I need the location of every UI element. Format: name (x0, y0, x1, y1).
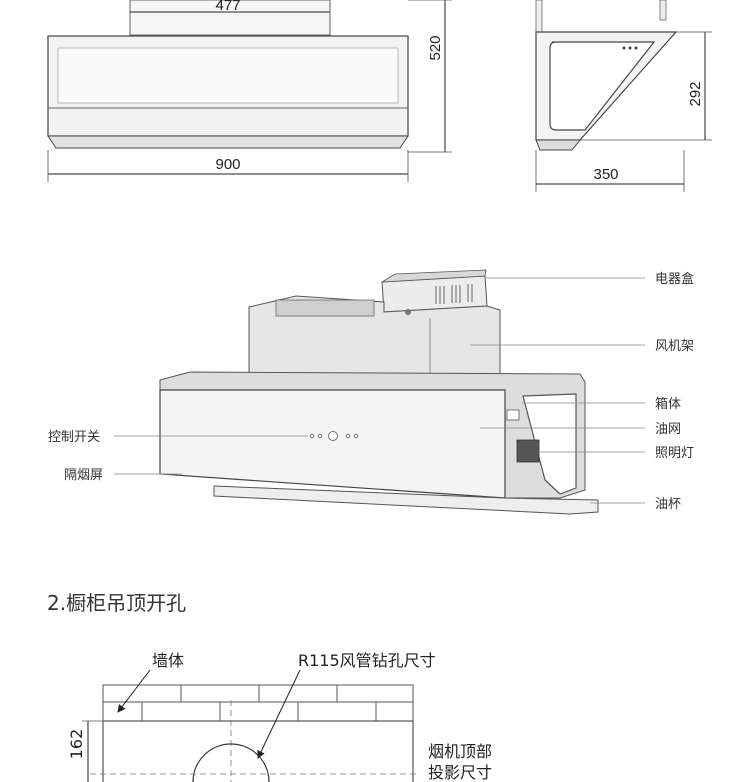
label-fan-frame: 风机架 (655, 339, 694, 354)
dim-162: 162 (67, 729, 86, 760)
label-housing: 箱体 (655, 396, 681, 412)
label-control-switch: 控制开关 (48, 430, 100, 445)
control-buttons (309, 431, 359, 441)
dim-900: 900 (215, 156, 240, 173)
dim-350: 350 (593, 166, 618, 183)
front-view: 477 900 520 (47, 0, 452, 182)
assembly-illustration (159, 269, 599, 515)
leader-lines (114, 277, 645, 504)
label-duct-hole: R115风管钻孔尺寸 (298, 651, 436, 670)
dim-477: 477 (215, 0, 240, 14)
label-oil-cup: 油杯 (655, 497, 681, 512)
label-light: 照明灯 (655, 446, 694, 461)
dim-520: 520 (427, 35, 444, 60)
label-smoke-screen: 隔烟屏 (64, 468, 103, 483)
side-view: 292 350 (535, 0, 712, 192)
label-projection-line2: 投影尺寸 (428, 763, 492, 782)
label-projection-line1: 烟机顶部 (428, 742, 492, 761)
ceiling-hole-diagram: 162 (67, 669, 420, 782)
dim-292: 292 (687, 81, 704, 106)
vent-slots (435, 284, 473, 304)
section-title: 2.橱柜吊顶开孔 (47, 591, 186, 615)
label-electric-box: 电器盒 (655, 271, 694, 287)
label-oil-mesh: 油网 (655, 422, 681, 437)
label-wall: 墙体 (152, 651, 184, 670)
